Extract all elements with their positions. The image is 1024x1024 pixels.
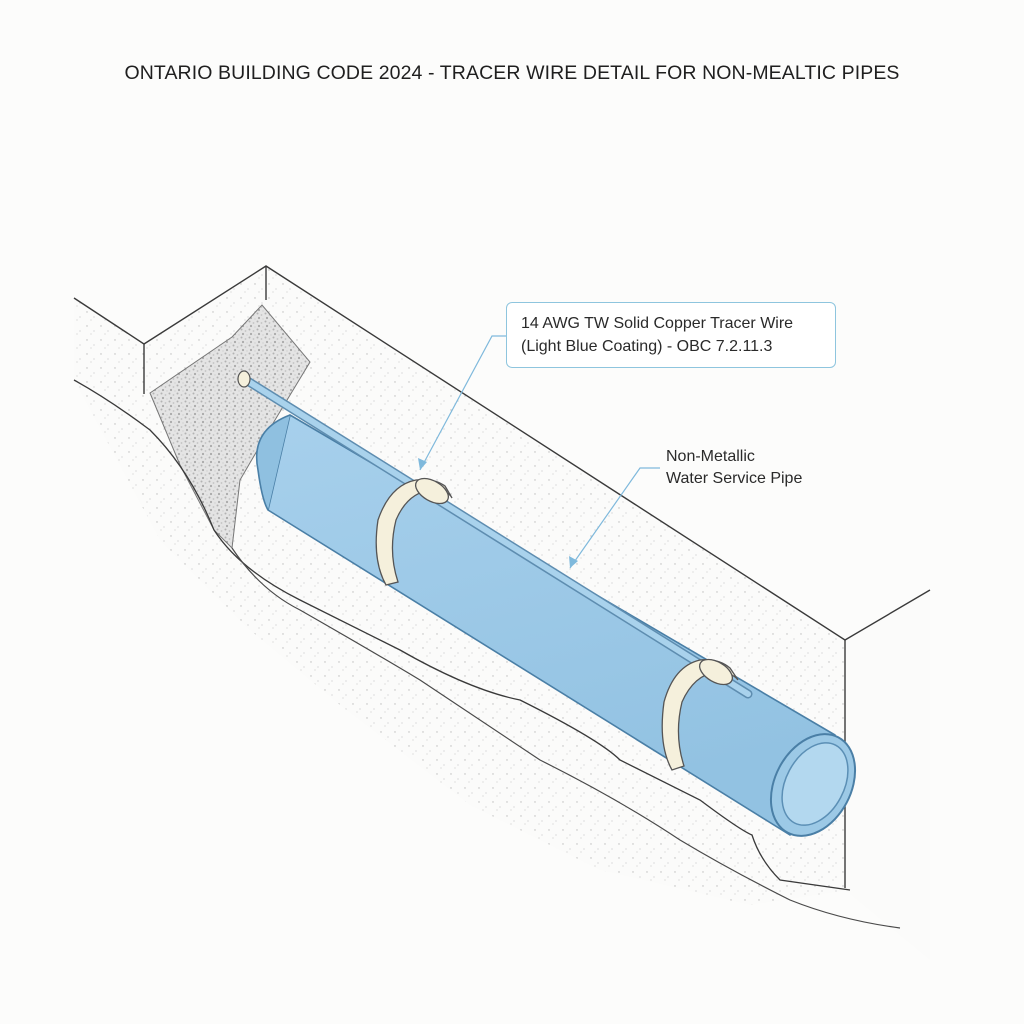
pipe-leader [569, 467, 660, 569]
tracer-wire-end-cap [237, 370, 251, 388]
tracer-wire [237, 370, 753, 699]
leader-lines [418, 335, 660, 569]
ground-right [845, 590, 930, 960]
pipe-near-end-opening [781, 742, 849, 826]
tracer-wire-callout-line2: (Light Blue Coating) - OBC 7.2.11.3 [521, 338, 773, 355]
page-title: ONTARIO BUILDING CODE 2024 - TRACER WIRE… [124, 62, 900, 84]
tracer-wire-callout-line1: 14 AWG TW Solid Copper Tracer Wire [521, 315, 794, 332]
pipe-callout: Non-Metallic Water Service Pipe [666, 446, 802, 490]
pipe-callout-line2: Water Service Pipe [666, 470, 803, 487]
tracer-wire-leader [419, 335, 506, 471]
ground-left [74, 298, 850, 905]
pipe-callout-line1: Non-Metallic [666, 448, 755, 465]
clamp-near [661, 658, 739, 771]
tracer-wire-callout: 14 AWG TW Solid Copper Tracer Wire (Ligh… [506, 302, 836, 368]
water-service-pipe [256, 414, 857, 837]
pipe-body [267, 414, 836, 836]
clamp-far [375, 477, 453, 586]
pipe-far-end [256, 414, 291, 511]
